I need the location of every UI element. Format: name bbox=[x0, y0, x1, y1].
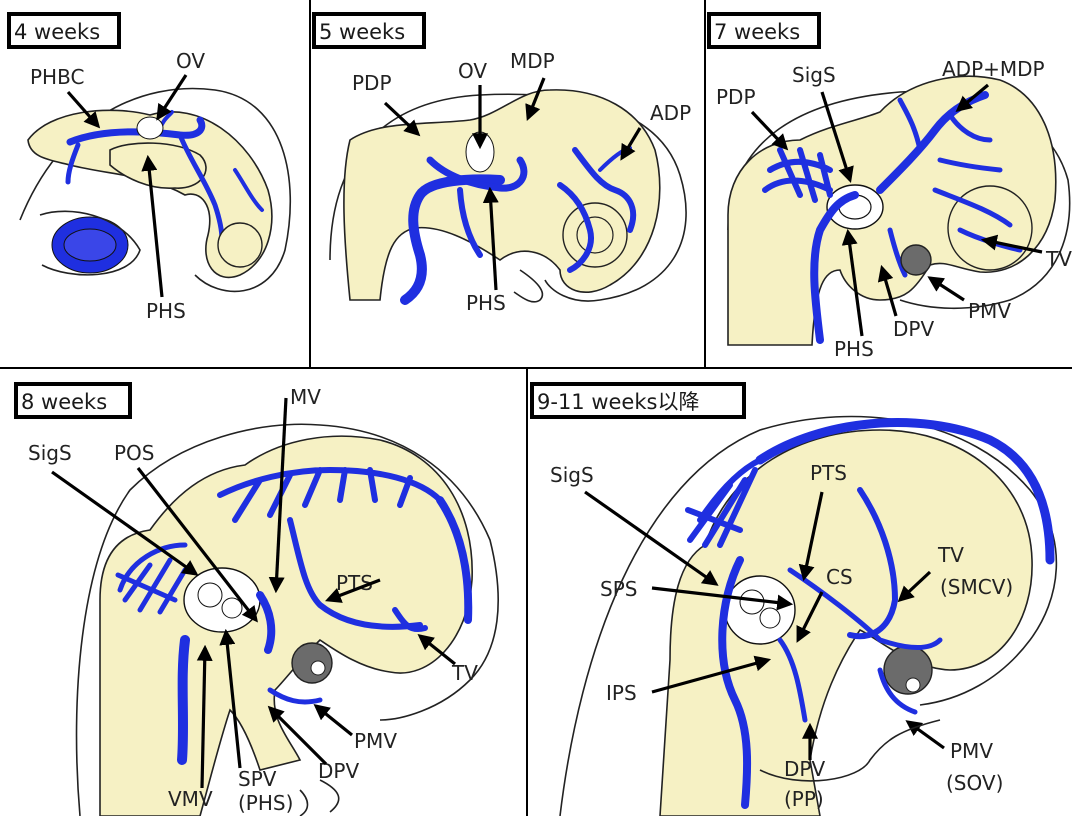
label-pdp-5w: PDP bbox=[352, 71, 392, 95]
label-tv-7w: TV bbox=[1045, 247, 1072, 271]
label-pmv-8w: PMV bbox=[354, 729, 397, 753]
label-dpv-9w: DPV bbox=[784, 757, 825, 781]
label-phbc: PHBC bbox=[30, 65, 84, 89]
label-pmv-7w: PMV bbox=[968, 299, 1011, 323]
label-dpv-paren-9w: (PP) bbox=[784, 787, 824, 811]
label-ov-4w: OV bbox=[176, 49, 205, 73]
label-sps-9w: SPS bbox=[600, 577, 637, 601]
label-dpv-7w: DPV bbox=[893, 317, 934, 341]
eye-8w bbox=[292, 643, 332, 683]
stage-label-4w: 4 weeks bbox=[14, 20, 100, 44]
panel-5-weeks: 5 weeks PDP OV MDP ADP PHS bbox=[314, 14, 691, 315]
label-pmv-9w: PMV bbox=[950, 739, 993, 763]
label-pmv-paren-9w: (SOV) bbox=[946, 771, 1003, 795]
label-mdp-5w: MDP bbox=[510, 49, 555, 73]
label-cs-9w: CS bbox=[826, 565, 853, 589]
label-sigs-7w: SigS bbox=[792, 63, 836, 87]
label-phs-7w: PHS bbox=[834, 337, 874, 361]
label-phs-4w: PHS bbox=[146, 299, 186, 323]
label-pdp-7w: PDP bbox=[716, 85, 756, 109]
panel-7-weeks: 7 weeks PDP SigS ADP+MDP TV PMV DPV PHS bbox=[709, 14, 1072, 361]
stage-label-7w: 7 weeks bbox=[714, 20, 800, 44]
label-adp-5w: ADP bbox=[650, 101, 691, 125]
label-pos-8w: POS bbox=[114, 441, 155, 465]
label-ov-5w: OV bbox=[458, 59, 487, 83]
label-spv-paren-8w: (PHS) bbox=[238, 791, 293, 815]
label-sigs-8w: SigS bbox=[28, 441, 72, 465]
label-adp-mdp-7w: ADP+MDP bbox=[942, 57, 1045, 81]
inner-ear-9w bbox=[725, 576, 795, 644]
stage-label-5w: 5 weeks bbox=[319, 20, 405, 44]
label-tv-paren-9w: (SMCV) bbox=[940, 575, 1013, 599]
label-tv-8w: TV bbox=[451, 661, 478, 685]
label-spv-8w: SPV bbox=[238, 767, 277, 791]
panel-8-weeks: 8 weeks MV SigS POS PTS TV PMV DPV VMV S… bbox=[16, 384, 498, 816]
label-sigs-9w: SigS bbox=[550, 463, 594, 487]
label-tv-9w: TV bbox=[937, 543, 964, 567]
label-mv-8w: MV bbox=[290, 385, 321, 409]
label-phs-5w: PHS bbox=[466, 291, 506, 315]
panel-4-weeks: 4 weeks PHBC OV PHS bbox=[9, 14, 290, 323]
label-ips-9w: IPS bbox=[606, 681, 637, 705]
stage-label-8w: 8 weeks bbox=[21, 390, 107, 414]
stage-label-9-11w: 9-11 weeks以降 bbox=[537, 390, 699, 414]
otic-vesicle-4w bbox=[137, 117, 163, 139]
label-vmv-8w: VMV bbox=[168, 787, 213, 811]
eye-7w bbox=[901, 245, 931, 275]
label-pts-9w: PTS bbox=[810, 461, 847, 485]
panel-9-11-weeks: 9-11 weeks以降 SigS PTS SPS CS TV (SMCV) I… bbox=[532, 384, 1056, 816]
